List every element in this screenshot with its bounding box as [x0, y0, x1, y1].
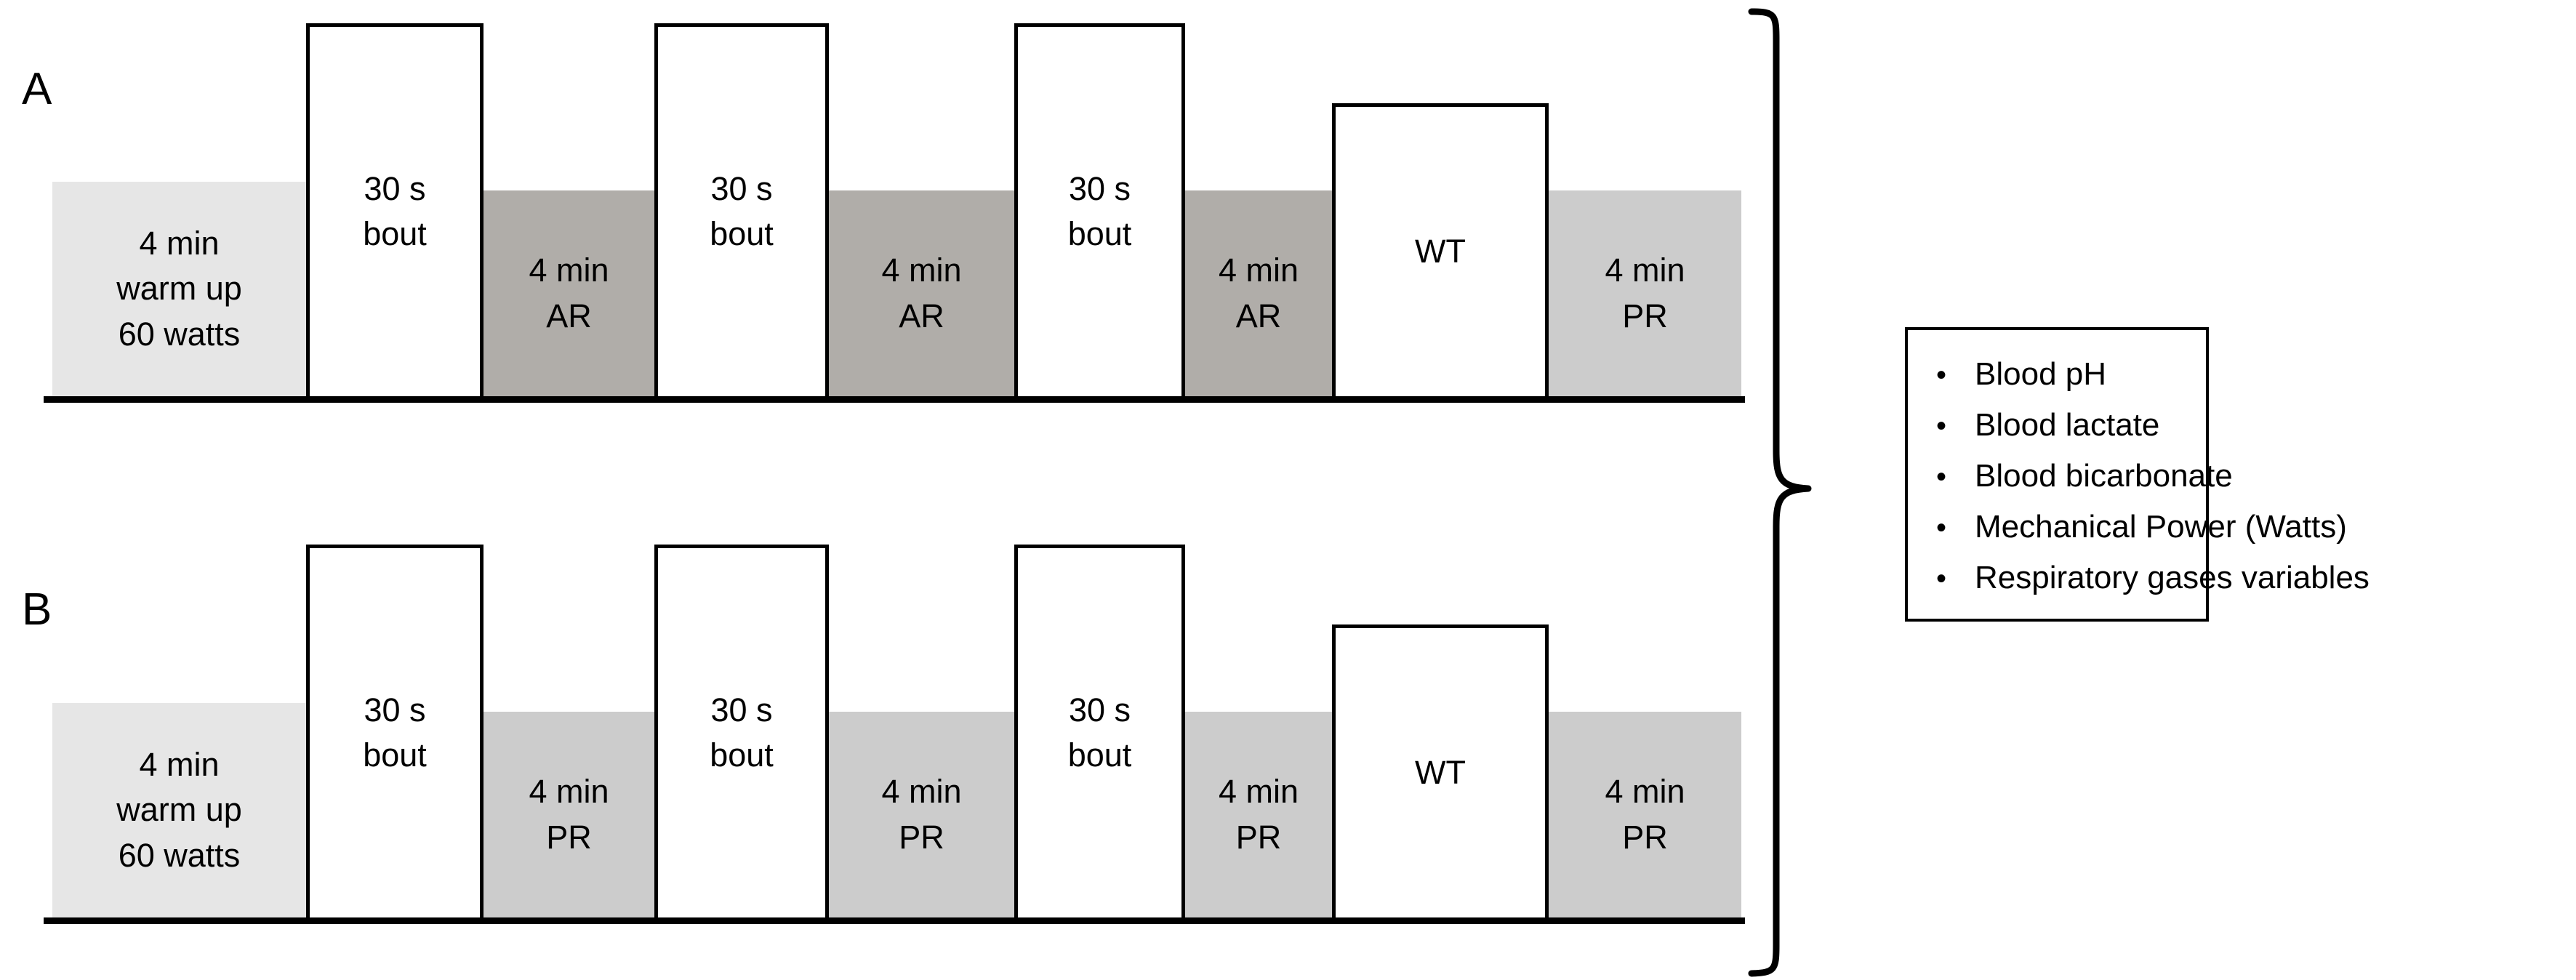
- block-line: 4 min: [1218, 773, 1299, 811]
- panel-b-baseline: [44, 917, 1745, 924]
- block-line: PR: [1622, 818, 1668, 856]
- bullet-icon: •: [1935, 563, 1946, 595]
- measure-label: Blood pH: [1975, 356, 2107, 392]
- block-line: 30 s: [710, 691, 773, 728]
- grouping-brace-icon: [1748, 8, 1812, 977]
- block-line: 60 watts: [118, 315, 241, 353]
- panel-b-block-bout-1: 30 s bout: [306, 545, 483, 917]
- bullet-icon: •: [1935, 512, 1946, 544]
- block-line: bout: [1067, 736, 1132, 774]
- panel-a-block-warmup: 4 min warm up 60 watts: [52, 182, 306, 396]
- list-item: • Blood pH: [1908, 349, 2206, 400]
- block-line: 30 s: [364, 169, 426, 207]
- panel-a-block-active-recovery-1: 4 min AR: [483, 190, 654, 396]
- block-line: PR: [1622, 297, 1668, 334]
- block-line: bout: [710, 215, 774, 252]
- panel-a-letter: A: [22, 64, 52, 114]
- block-line: bout: [1067, 215, 1132, 252]
- panel-b-letter: B: [22, 585, 52, 635]
- bullet-icon: •: [1935, 461, 1946, 493]
- panel-a-block-wingate-test: WT: [1332, 103, 1549, 396]
- panel-b-block-bout-3: 30 s bout: [1014, 545, 1185, 917]
- list-item: • Respiratory gases variables: [1908, 553, 2370, 603]
- block-line: PR: [1235, 818, 1282, 856]
- block-line: 60 watts: [118, 836, 241, 874]
- block-line: 4 min: [881, 252, 962, 289]
- block-line: 4 min: [881, 773, 962, 811]
- block-line: 4 min: [139, 746, 220, 784]
- bullet-icon: •: [1935, 410, 1946, 442]
- panel-b-block-passive-recovery-1: 4 min PR: [483, 712, 654, 917]
- block-line: 30 s: [1068, 169, 1131, 207]
- panel-a-block-passive-recovery-1: 4 min PR: [1549, 190, 1741, 396]
- block-line: PR: [899, 818, 944, 856]
- bullet-icon: •: [1935, 359, 1946, 391]
- measure-label: Respiratory gases variables: [1975, 560, 2370, 595]
- panel-a-block-active-recovery-2: 4 min AR: [829, 190, 1014, 396]
- block-line: PR: [546, 818, 592, 856]
- block-line: 4 min: [1605, 252, 1685, 289]
- measure-label: Blood bicarbonate: [1975, 458, 2233, 494]
- list-item: • Blood lactate: [1908, 400, 2206, 451]
- panel-b-block-bout-2: 30 s bout: [654, 545, 829, 917]
- block-line: 30 s: [1068, 691, 1131, 728]
- block-line: warm up: [116, 270, 242, 308]
- block-line: 4 min: [529, 773, 609, 811]
- measure-label: Blood lactate: [1975, 407, 2160, 443]
- block-line: 4 min: [529, 252, 609, 289]
- measures-legend-box: • Blood pH • Blood lactate • Blood bicar…: [1905, 327, 2370, 622]
- block-line: bout: [710, 736, 774, 774]
- block-line: 30 s: [364, 691, 426, 728]
- block-line: 4 min: [139, 225, 220, 262]
- list-item: • Blood bicarbonate: [1908, 451, 2233, 502]
- block-line: 30 s: [710, 169, 773, 207]
- panel-a-block-bout-1: 30 s bout: [306, 23, 483, 396]
- panel-a-block-active-recovery-3: 4 min AR: [1185, 190, 1332, 396]
- block-line: warm up: [116, 791, 242, 829]
- block-line: 4 min: [1218, 252, 1299, 289]
- panel-a-block-bout-3: 30 s bout: [1014, 23, 1185, 396]
- panel-b-block-passive-recovery-2: 4 min PR: [829, 712, 1014, 917]
- block-line: AR: [899, 297, 944, 334]
- measure-label: Mechanical Power (Watts): [1975, 509, 2347, 545]
- panel-b-block-passive-recovery-4: 4 min PR: [1549, 712, 1741, 917]
- block-line: 4 min: [1605, 773, 1685, 811]
- panel-b-block-passive-recovery-3: 4 min PR: [1185, 712, 1332, 917]
- block-line: WT: [1415, 232, 1466, 270]
- measures-list: • Blood pH • Blood lactate • Blood bicar…: [1908, 349, 2370, 603]
- block-line: AR: [546, 297, 592, 334]
- block-line: AR: [1235, 297, 1282, 334]
- block-line: WT: [1415, 753, 1466, 791]
- list-item: • Mechanical Power (Watts): [1908, 502, 2347, 553]
- panel-b-block-warmup: 4 min warm up 60 watts: [52, 703, 306, 917]
- panel-b-block-wingate-test: WT: [1332, 624, 1549, 917]
- panel-a-block-bout-2: 30 s bout: [654, 23, 829, 396]
- block-line: bout: [363, 736, 427, 774]
- block-line: bout: [363, 215, 427, 252]
- panel-a-baseline: [44, 396, 1745, 403]
